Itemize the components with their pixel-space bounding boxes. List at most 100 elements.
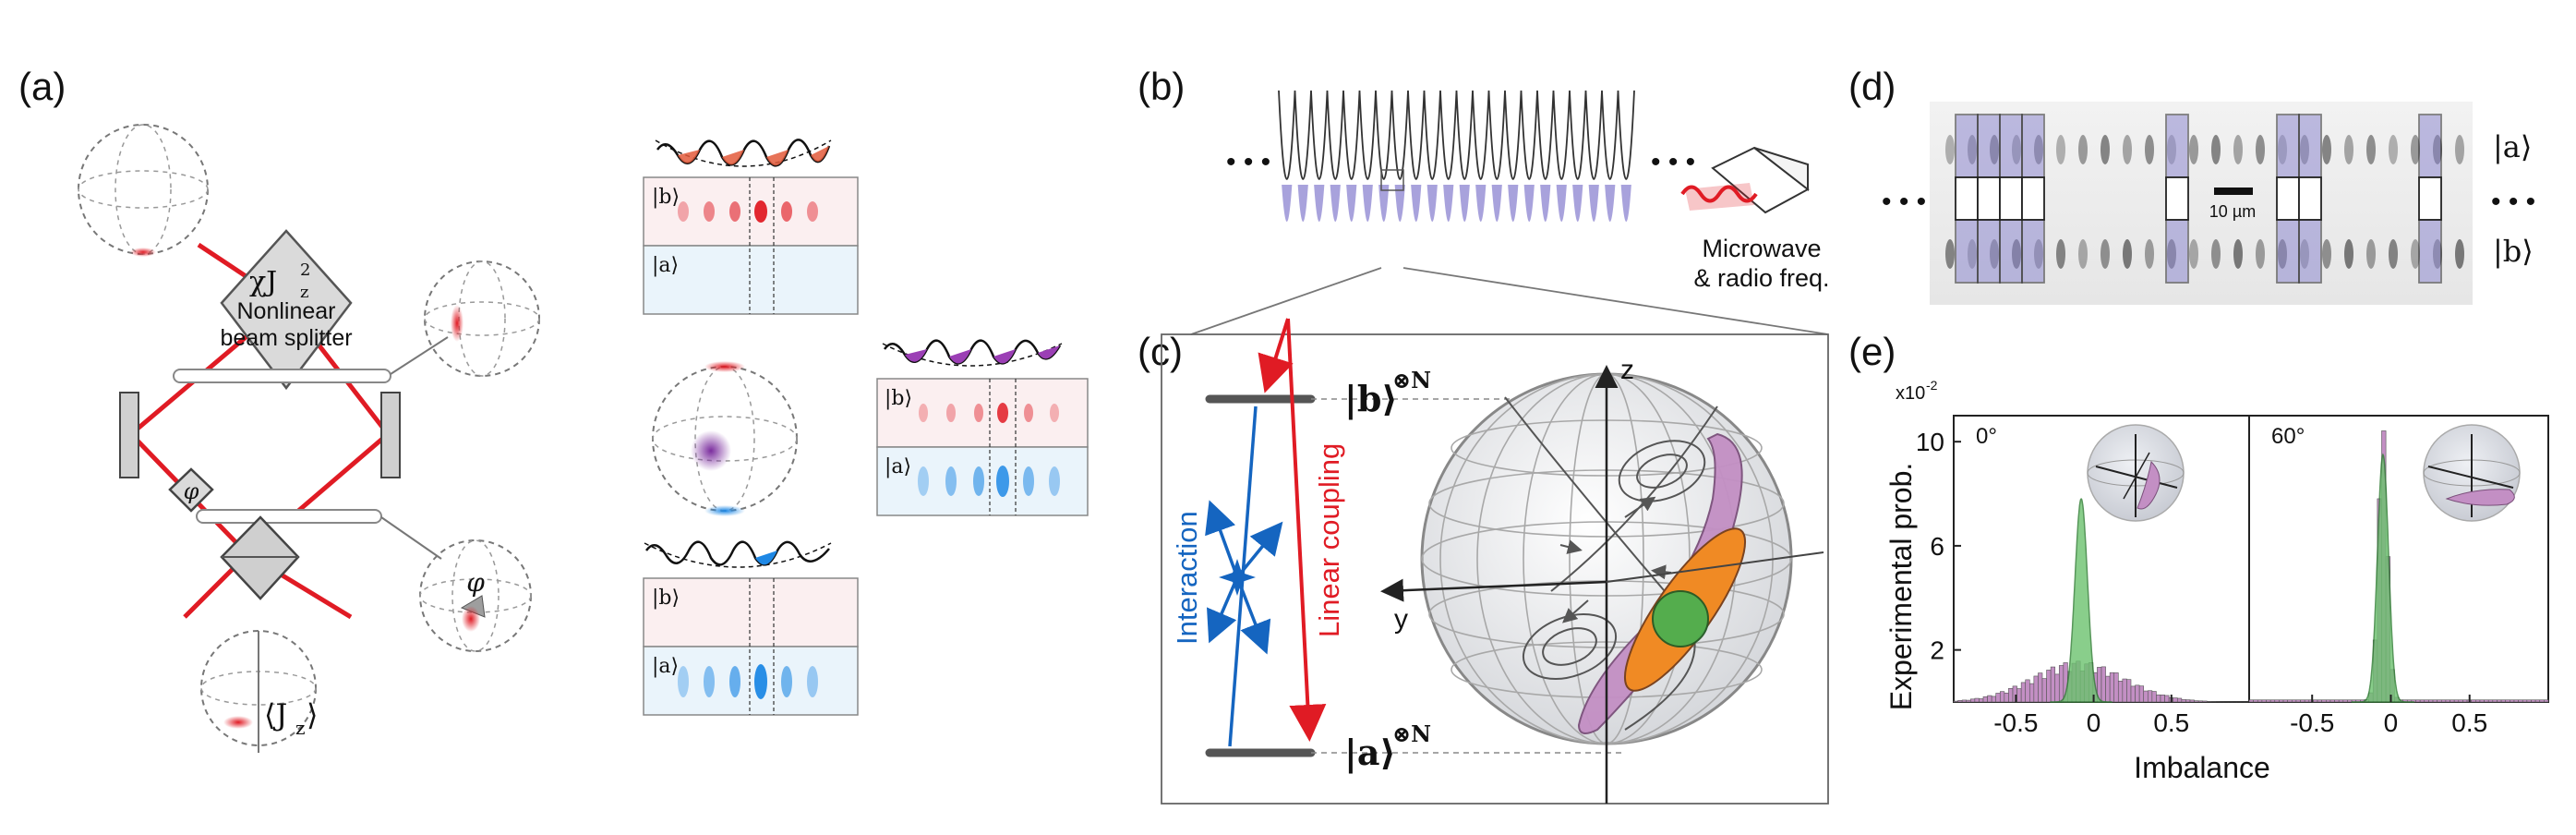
histogram-bar xyxy=(2210,701,2216,703)
panel-d: (d) • • • • • • 10 µm |a⟩ |b⟩ xyxy=(1848,65,2535,305)
mirror-left xyxy=(119,392,139,478)
histogram-bar xyxy=(2458,699,2463,703)
histogram-bar xyxy=(2269,699,2276,703)
tensor-exponent: ⊗N xyxy=(1392,720,1431,747)
y-tick-label: 2 xyxy=(1930,636,1944,665)
histogram-bar xyxy=(2415,699,2421,703)
histogram-bar xyxy=(2197,700,2204,703)
pill-bar-upper xyxy=(173,369,391,383)
splitter-line1: Nonlinear xyxy=(236,298,335,324)
histogram-bar xyxy=(2291,699,2297,703)
splitter-formula: χJ xyxy=(249,266,277,298)
histogram-bar xyxy=(2300,699,2305,703)
atom-site xyxy=(2389,239,2398,269)
bloch-sphere-input xyxy=(78,124,209,257)
histogram-bar xyxy=(1966,699,1971,703)
lattice-well-fill xyxy=(1297,185,1308,222)
x-tick-label: 0 xyxy=(2087,708,2101,737)
histogram-bar xyxy=(2206,701,2212,703)
lattice-well-fill xyxy=(1411,185,1422,222)
state-distribution xyxy=(223,716,253,729)
histogram-bar xyxy=(2342,699,2348,703)
zoom-line xyxy=(1402,267,1829,335)
histogram-bar xyxy=(2105,675,2111,703)
coherent-state-green xyxy=(1652,590,1709,647)
absorption-image-3: |b⟩ |a⟩ xyxy=(643,577,859,716)
lattice-well-fill xyxy=(1378,185,1390,222)
histogram-bar xyxy=(2484,699,2489,703)
lattice-well-fill xyxy=(1620,185,1631,222)
ket-a-label: |a⟩ xyxy=(652,254,679,277)
phase-symbol: φ xyxy=(184,478,199,504)
histogram-bar xyxy=(2194,700,2199,703)
histogram-bar xyxy=(2539,699,2545,703)
atom-site xyxy=(2366,135,2376,164)
atom-site xyxy=(2411,135,2420,164)
histogram-bar xyxy=(2450,699,2455,703)
jz-close: ⟩ xyxy=(307,697,318,732)
splitter-formula-sub: z xyxy=(300,283,308,302)
lattice-well-fill xyxy=(1426,185,1438,222)
atom-site xyxy=(2189,239,2198,269)
coupling-arrow-in xyxy=(1258,318,1294,393)
histogram-bar xyxy=(2004,692,2009,703)
lattice-well-fill xyxy=(1330,185,1341,222)
site-box-empty xyxy=(1977,176,2001,221)
histogram-bar xyxy=(2282,699,2288,703)
histogram-bar xyxy=(2101,666,2106,703)
absorption-image-1: |b⟩ |a⟩ xyxy=(643,176,859,315)
atom-site xyxy=(2101,239,2110,269)
ket-b-label: |b⟩ xyxy=(2493,234,2534,269)
jz-label: ⟨J xyxy=(264,697,287,732)
site-box-b xyxy=(2418,219,2442,284)
lattice-potential xyxy=(1278,90,1635,180)
histogram-bar xyxy=(2462,699,2468,703)
histogram-bar xyxy=(1974,697,1980,703)
exponent-label: x10 xyxy=(1896,383,1925,404)
state-distribution xyxy=(451,305,463,342)
histogram-bar xyxy=(2487,699,2494,703)
source-line1: Microwave xyxy=(1702,235,1821,262)
mirror-right xyxy=(380,392,401,478)
double-well-potential-red xyxy=(655,139,832,167)
x-tick-label: 0.5 xyxy=(2451,708,2487,737)
site-box-empty xyxy=(2021,176,2045,221)
atom-site xyxy=(2322,239,2331,269)
site-box-a xyxy=(2021,114,2045,178)
y-tick-label: 10 xyxy=(1916,428,1944,456)
dots-left: • • • xyxy=(1882,187,1926,217)
histogram-bar xyxy=(2257,699,2263,703)
histogram-bar xyxy=(2261,699,2267,703)
ket-a-label: |a⟩ xyxy=(2493,129,2532,164)
panel-d-label: (d) xyxy=(1848,65,1896,108)
y-tick-label: 6 xyxy=(1930,532,1944,561)
histogram-bar xyxy=(2513,699,2519,703)
dots-left: • • • xyxy=(1226,147,1270,177)
phase-space-sphere: z y xyxy=(1380,355,1824,804)
panel-a: (a) χJ 2 z Nonlinear beam splitter xyxy=(18,65,1089,753)
site-box-b xyxy=(2298,219,2322,284)
lattice-well-fill xyxy=(1572,185,1583,222)
atom-site xyxy=(2233,239,2243,269)
histogram-bar xyxy=(2050,666,2056,703)
histogram-bar xyxy=(2440,699,2447,703)
x-tick-label: 0.5 xyxy=(2153,708,2189,737)
axis-y-label: y xyxy=(1394,604,1408,635)
histogram-bar xyxy=(2419,699,2426,703)
site-box-b xyxy=(1977,219,2001,284)
histogram-bar xyxy=(2020,682,2027,703)
histogram-bar xyxy=(2497,699,2502,703)
panel-c-frame xyxy=(1161,333,1829,805)
histogram-bar xyxy=(2471,699,2476,703)
ket-b-label: |b⟩ xyxy=(1344,378,1398,419)
atom-site xyxy=(2344,239,2353,269)
histogram-bar xyxy=(2424,699,2429,703)
histogram-bar xyxy=(2347,699,2353,703)
lattice-well-fill xyxy=(1314,185,1325,222)
y-axis-label: Experimental prob. xyxy=(1884,463,1918,711)
histogram-bar xyxy=(2025,679,2030,703)
inset-sphere-left xyxy=(2087,424,2185,522)
lattice-well-fill xyxy=(1443,185,1454,222)
